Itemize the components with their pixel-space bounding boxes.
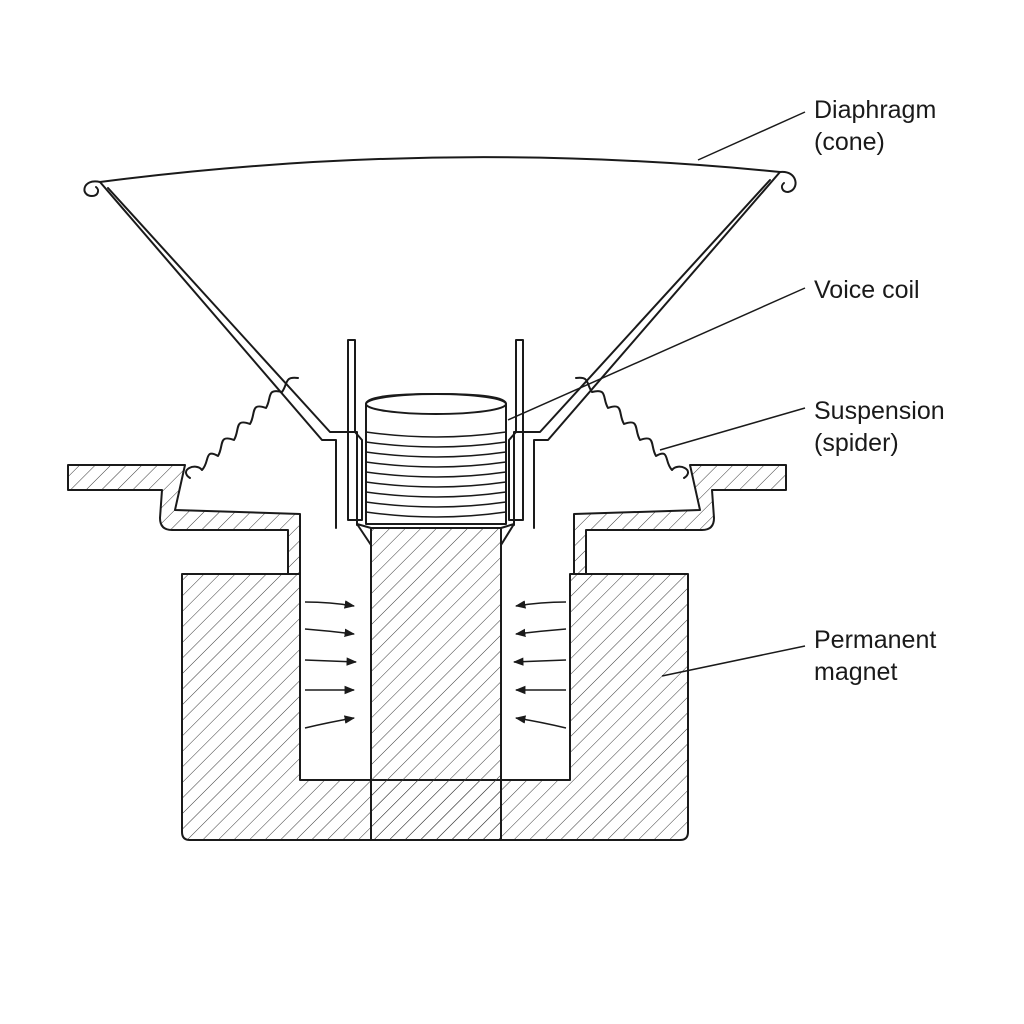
leader-lines xyxy=(507,111,806,677)
pole-piece xyxy=(370,527,502,841)
diaphragm-cone xyxy=(83,156,797,529)
former-right xyxy=(508,339,524,521)
speaker-frame xyxy=(67,464,787,575)
permanent-magnet xyxy=(181,527,689,841)
spider-left xyxy=(184,376,299,479)
leader-magnet xyxy=(661,645,806,677)
label-diaphragm: Diaphragm (cone) xyxy=(814,96,943,156)
frame-right xyxy=(573,464,787,575)
label-magnet: Permanent magnet xyxy=(814,626,943,686)
label-voice-coil: Voice coil xyxy=(814,276,920,304)
spider-suspension xyxy=(184,376,690,479)
magnetic-field-arrows xyxy=(304,600,567,729)
spider-right xyxy=(575,376,690,479)
leader-diaphragm xyxy=(697,111,806,161)
label-suspension: Suspension (spider) xyxy=(814,397,952,457)
voice-coil xyxy=(365,393,507,525)
former-left xyxy=(347,339,363,521)
leader-voice-coil xyxy=(507,287,806,421)
frame-left xyxy=(67,464,301,575)
leader-suspension xyxy=(659,407,806,451)
voice-coil-assembly xyxy=(347,339,524,546)
